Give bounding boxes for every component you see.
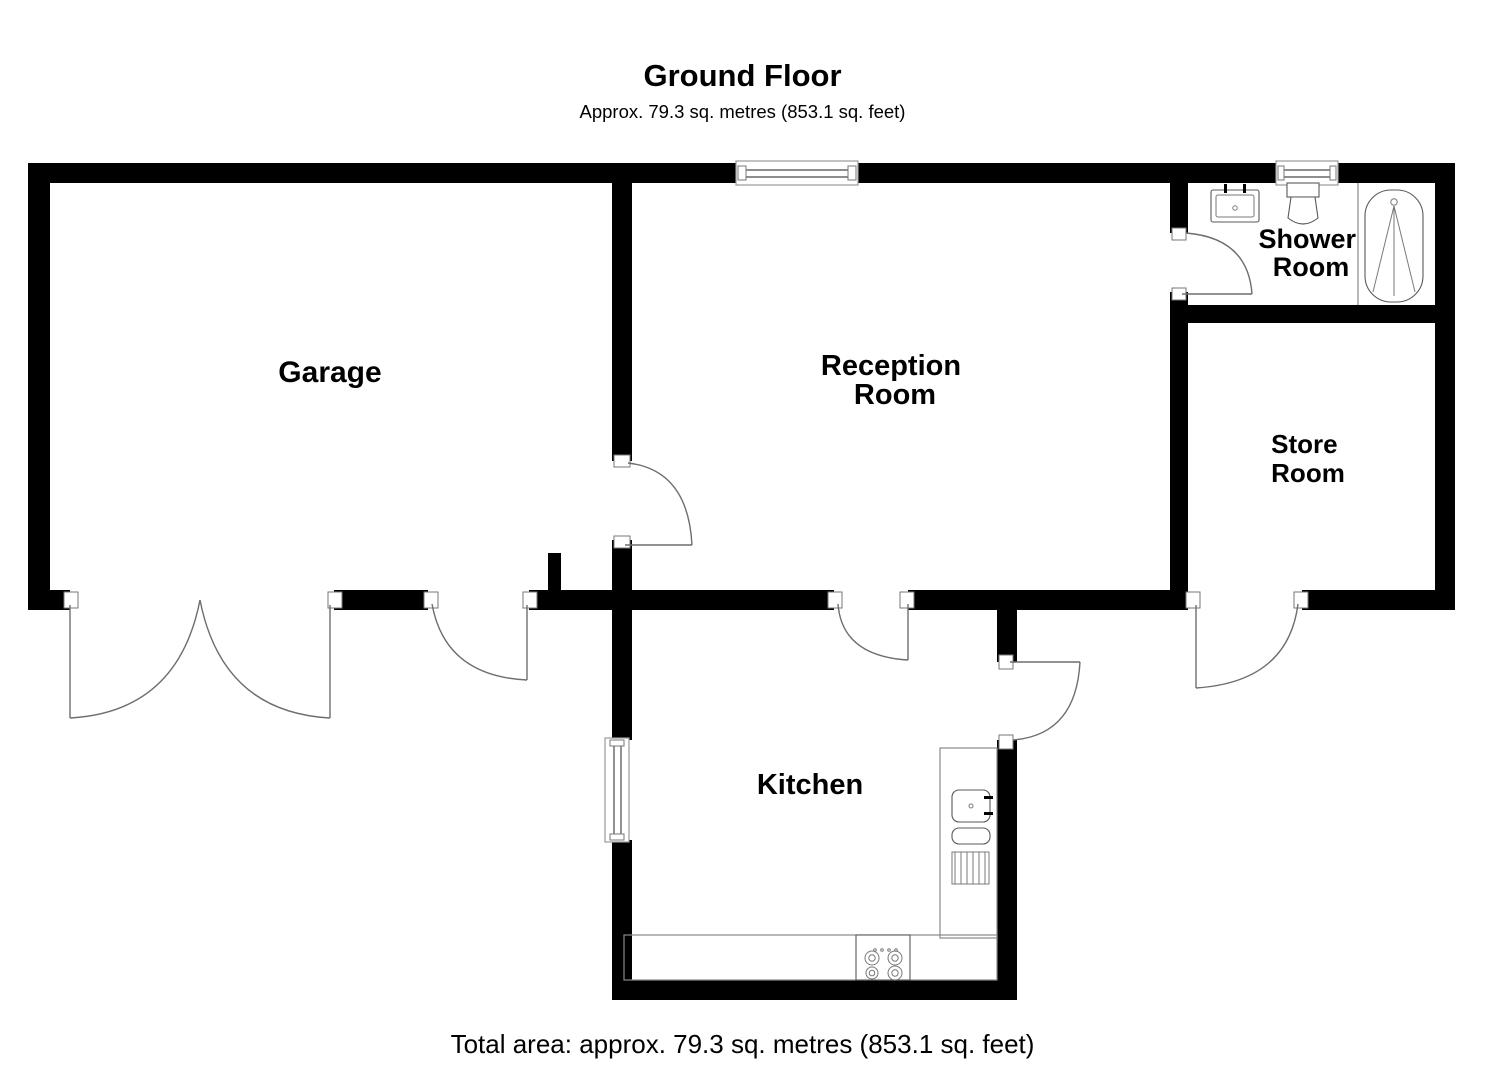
wall-kitchen-left-lower	[612, 840, 632, 1000]
kitchen-worktop-right	[939, 747, 998, 939]
wall-reception-bottom-right	[908, 590, 1188, 610]
plan-footer: Total area: approx. 79.3 sq. metres (853…	[0, 1028, 1485, 1060]
plan-area-subtitle: Approx. 79.3 sq. metres (853.1 sq. feet)	[579, 101, 906, 122]
room-label-reception: Reception Room	[821, 350, 969, 411]
doors-group	[63, 227, 1309, 750]
wall-nub-vertical	[548, 553, 561, 591]
room-labels-group: Garage Reception Room Shower Room Store …	[278, 224, 1363, 801]
wall-kitchen-bottom	[612, 980, 1017, 1000]
wall-kitchen-right	[997, 740, 1017, 995]
wall-bottom-garage-left	[28, 590, 70, 610]
wall-bottom-store-right	[1302, 590, 1455, 610]
wall-top-left	[28, 163, 740, 183]
windows-group	[604, 160, 1339, 843]
room-label-kitchen: Kitchen	[757, 769, 863, 801]
wall-top-mid	[854, 163, 1280, 183]
kitchen-door[interactable]	[827, 591, 915, 661]
wall-reception-bottom-left	[612, 590, 834, 610]
wall-kitchen-left-upper	[612, 610, 632, 740]
toilet-icon	[1286, 182, 1320, 225]
page-title: Ground Floor	[643, 58, 842, 93]
room-label-shower: Shower Room	[1258, 224, 1363, 282]
wall-left-exterior	[28, 163, 50, 610]
wall-garage-reception	[612, 163, 632, 461]
shower-tray-icon	[1364, 189, 1424, 303]
plan-header: Ground Floor Approx. 79.3 sq. metres (85…	[0, 0, 1485, 124]
wash-basin-icon	[1210, 184, 1260, 223]
wall-shower-left-upper	[1170, 183, 1188, 233]
garage-double-door[interactable]	[63, 591, 343, 719]
wall-bottom-garage-right	[529, 590, 632, 610]
garage-side-door[interactable]	[423, 591, 538, 681]
shower-door[interactable]	[1171, 227, 1253, 301]
wall-top-right	[1334, 163, 1455, 183]
wall-hall-stub	[997, 590, 1017, 662]
room-label-garage: Garage	[278, 356, 381, 389]
reception-window	[735, 160, 859, 186]
kitchen-sink-icon	[951, 789, 993, 885]
total-area-text: Total area: approx. 79.3 sq. metres (853…	[450, 1029, 1035, 1059]
reception-internal-door[interactable]	[613, 454, 693, 549]
shower-window	[1275, 160, 1339, 186]
hall-door[interactable]	[998, 654, 1081, 750]
wall-store-left	[1170, 305, 1188, 602]
kitchen-hob-icon	[855, 934, 911, 981]
wall-bottom-garage-pier	[334, 590, 428, 610]
walls-group	[28, 163, 1455, 1000]
kitchen-fixtures	[623, 747, 998, 981]
shower-room-fixtures	[1210, 182, 1424, 305]
store-door[interactable]	[1185, 591, 1309, 689]
wall-shower-store	[1170, 305, 1455, 323]
kitchen-window	[604, 737, 630, 843]
room-label-store: Store Room	[1271, 429, 1345, 488]
kitchen-worktop-bottom	[623, 934, 998, 981]
wall-right-exterior	[1435, 163, 1455, 610]
